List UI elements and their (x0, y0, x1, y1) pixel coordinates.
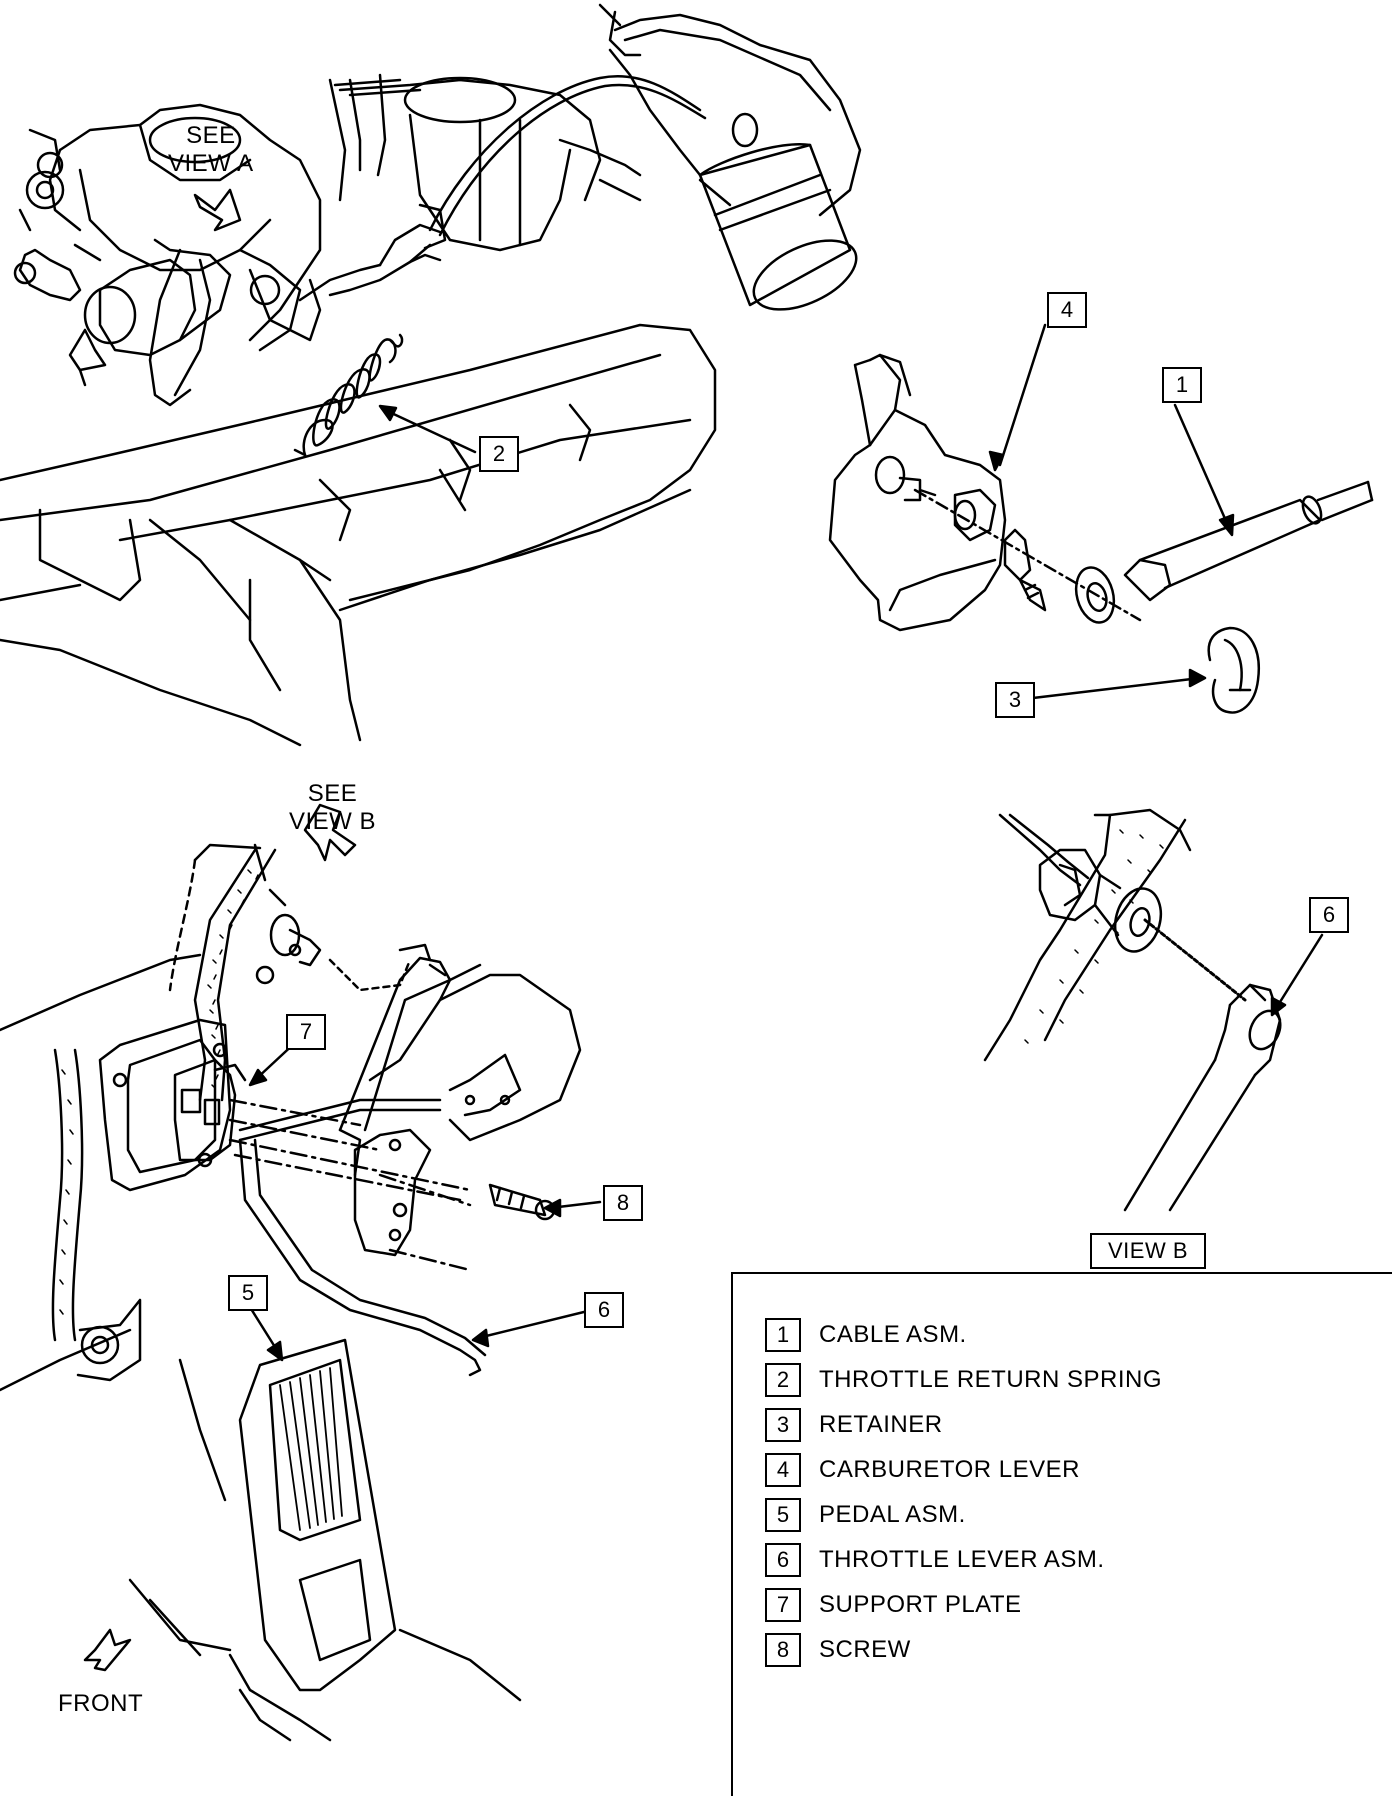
engine-assembly-drawing (0, 3, 862, 747)
arrow-5 (266, 1340, 284, 1362)
leader-6-view-b (1273, 933, 1324, 1012)
legend-number: 5 (765, 1498, 801, 1532)
view-a-detail-drawing (828, 353, 1374, 714)
front-label: FRONT (58, 1690, 144, 1717)
legend-item: 5 PEDAL ASM. (765, 1498, 966, 1532)
parts-legend: 1 CABLE ASM. 2 THROTTLE RETURN SPRING 3 … (731, 1272, 1392, 1796)
leader-6 (476, 1308, 594, 1340)
legend-item: 1 CABLE ASM. (765, 1318, 967, 1352)
legend-name: THROTTLE LEVER ASM. (819, 1546, 1105, 1573)
leader-1 (1173, 403, 1232, 532)
pedal-assembly-drawing (0, 843, 582, 1742)
legend-number: 7 (765, 1588, 801, 1622)
callout-5: 5 (228, 1275, 268, 1311)
legend-number: 1 (765, 1318, 801, 1352)
legend-number: 6 (765, 1543, 801, 1577)
callout-3: 3 (995, 682, 1035, 718)
see-view-b-line1: SEE (307, 780, 358, 807)
legend-name: CABLE ASM. (819, 1321, 967, 1348)
legend-name: THROTTLE RETURN SPRING (819, 1366, 1163, 1393)
arrow-8 (543, 1198, 562, 1218)
legend-item: 4 CARBURETOR LEVER (765, 1453, 1080, 1487)
leader-3 (1031, 676, 1202, 700)
arrow-1 (1218, 513, 1235, 537)
see-view-b-line2: VIEW B (289, 807, 377, 835)
arrow-7 (248, 1068, 268, 1087)
callout-6-view-b: 6 (1309, 897, 1349, 933)
view-b-title: VIEW B (1090, 1233, 1206, 1269)
view-b-detail-drawing (983, 808, 1282, 1212)
legend-number: 4 (765, 1453, 801, 1487)
see-view-a-label: SEE VIEW A (168, 122, 254, 177)
front-arrow-icon (83, 1628, 132, 1672)
see-view-a-line1: SEE (186, 122, 236, 149)
arrow-6 (471, 1328, 490, 1348)
arrow-4 (988, 450, 1005, 472)
legend-number: 2 (765, 1363, 801, 1397)
legend-name: PEDAL ASM. (819, 1501, 966, 1528)
callout-7: 7 (286, 1014, 326, 1050)
arrow-2 (378, 404, 398, 422)
arrow-3 (1188, 668, 1207, 688)
legend-name: SCREW (819, 1636, 911, 1663)
callout-8: 8 (603, 1185, 643, 1221)
legend-item: 3 RETAINER (765, 1408, 943, 1442)
callout-2: 2 (479, 436, 519, 472)
leader-2 (383, 408, 477, 454)
see-view-b-arrow-icon (303, 803, 357, 862)
leader-4 (998, 323, 1047, 467)
legend-item: 8 SCREW (765, 1633, 911, 1667)
callout-4: 4 (1047, 292, 1087, 328)
legend-number: 3 (765, 1408, 801, 1442)
legend-item: 7 SUPPORT PLATE (765, 1588, 1022, 1622)
see-view-a-arrow-icon (193, 188, 242, 232)
legend-item: 2 THROTTLE RETURN SPRING (765, 1363, 1162, 1397)
legend-number: 8 (765, 1633, 801, 1667)
callout-1: 1 (1162, 367, 1202, 403)
legend-name: CARBURETOR LEVER (819, 1456, 1080, 1483)
see-view-a-line2: VIEW A (168, 149, 254, 177)
arrow-6-view-b (1270, 996, 1287, 1017)
see-view-b-label: SEE VIEW B (289, 780, 376, 835)
legend-name: RETAINER (819, 1411, 943, 1438)
legend-name: SUPPORT PLATE (819, 1591, 1022, 1618)
legend-item: 6 THROTTLE LEVER ASM. (765, 1543, 1105, 1577)
callout-6: 6 (584, 1292, 624, 1328)
